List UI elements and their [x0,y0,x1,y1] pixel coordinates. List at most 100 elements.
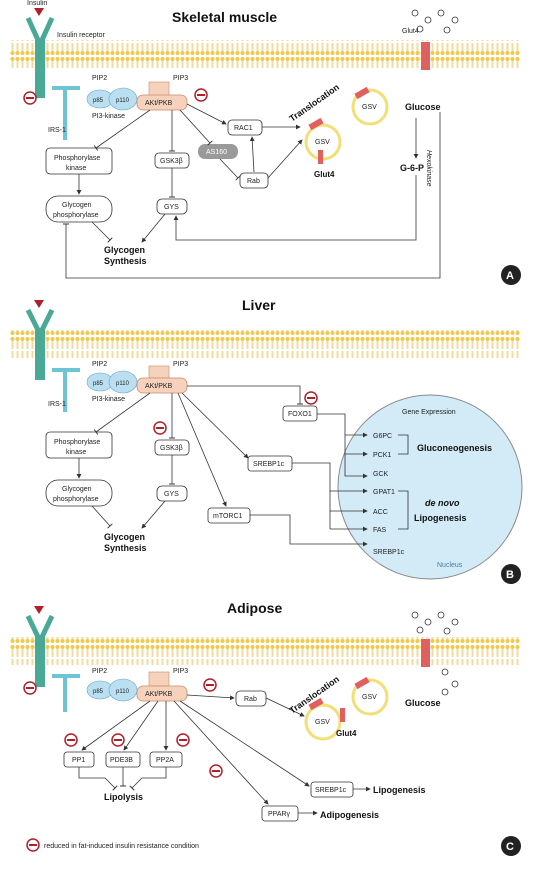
hexokinase-label-a: Hexokinase [425,150,432,187]
ppar-label-c: PPARγ [268,811,291,818]
gene-fas: FAS [373,527,387,534]
edge-akt-phos-b [93,392,151,435]
membrane-c [10,637,520,665]
edge-foxo1-gluco-b [317,413,368,479]
akt-label-c: AKt/PKB [145,691,173,698]
rab-label-a: Rab [247,178,260,185]
glut4-vesicle-a1 [308,117,324,131]
edge-gys-syn-b [141,500,166,529]
srebp-label-b: SREBP1c [253,461,285,468]
edge-akt-pp1-c [81,700,151,751]
srebp-box-c [310,781,354,798]
glut4-label-a: Glut4 [314,170,335,179]
nucleus-b [337,394,523,580]
edge-srebp-lipo-b [292,462,368,494]
edge-akt-as160-a [179,109,213,146]
irs1-shape-c [52,674,80,712]
reduced-icon-b1 [304,391,318,405]
glucose-label-a: Glucose [405,102,441,112]
lipolysis-label-c: Lipolysis [104,792,143,802]
reduced-icon-c1 [23,681,37,695]
nucleus-label: Nucleus [437,562,463,569]
gsv-2-c [351,678,389,716]
gys-box-b [156,485,188,502]
glyc-phos-label-a2: phosphorylase [53,212,99,219]
as160-label-a: AS160 [206,149,227,156]
lipogenesis-label-c: Lipogenesis [373,785,426,795]
akt-label-b: AKt/PKB [145,383,173,390]
panel-a-badge [501,265,521,285]
pip3-block-b [148,365,170,379]
panel-a-title: Skeletal muscle [172,9,277,25]
g6p-label-a: G-6-P [400,163,424,173]
panel-b: Liver IRS-1 p85 p110 PI3-kinase PIP2 PIP… [10,297,523,584]
pi3k-label-b: PI3-kinase [92,396,125,403]
akt-label-a: AKt/PKB [145,100,173,107]
insulin-label: Insulin [27,0,47,7]
pp2a-label-c: PP2A [156,757,174,764]
glyc-phos-label-b1: Glycogen [62,486,92,493]
gsv-label-c2: GSV [362,694,377,701]
gys-label-a: GYS [164,204,179,211]
reduced-icon-a2 [194,88,208,102]
gys-label-b: GYS [164,491,179,498]
glyc-phos-label-b2: phosphorylase [53,496,99,503]
pip2-label-a: PIP2 [92,75,107,82]
phos-kinase-label-b1: Phosphorylase [54,439,100,446]
glut4-vesicle-c1 [308,697,324,711]
srebp-label-c: SREBP1c [315,787,347,794]
translocation-label-a: Translocation [287,82,341,124]
glut4-vesicle-a2 [318,150,323,164]
legend-label: reduced in fat-induced insulin resistanc… [44,843,199,850]
gsk-label-b: GSK3β [160,445,183,452]
panel-c: Adipose p85 p110 PIP2 PIP3 AKt/PKB Rab P… [10,600,521,856]
edge-g6p-gys-a [173,175,417,241]
edge-rab-rac1-a [249,136,255,173]
akt-box-c [136,685,188,702]
srebp-box-b [247,455,293,472]
panel-a-badge-text: A [506,270,514,282]
reduced-legend-icon [26,838,40,852]
akt-box-b [136,377,188,394]
gsv-2-a [351,88,389,126]
gluconeo-label: Gluconeogenesis [417,443,492,453]
edge-akt-rac1-a [186,103,227,125]
pi3k-label-a: PI3-kinase [92,113,125,120]
panel-c-title: Adipose [227,600,282,616]
edge-akt-foxo1-b [187,385,304,405]
edge-pp1-lipo-c [78,767,118,791]
gsv-label-a1: GSV [315,139,330,146]
p85-label-c: p85 [93,689,104,695]
glut4-vesicle-a3 [354,86,370,100]
glucose-circles-c [411,611,459,696]
pip2-label-c: PIP2 [92,668,107,675]
receptor-label: Insulin receptor [57,32,106,39]
glut4-vesicle-c2 [340,708,345,722]
adipogenesis-label-c: Adipogenesis [320,810,379,820]
reduced-icon-a1 [23,91,37,105]
membrane-a [10,40,520,68]
irs1-shape-b [52,368,80,412]
foxo1-label-b: FOXO1 [288,411,312,418]
edge-rab-trans-a [267,139,303,179]
panel-c-badge [501,836,521,856]
pip3-label-a: PIP3 [173,75,188,82]
phos-kinase-label-b2: kinase [66,449,86,456]
edge-akt-srebp-b [181,392,249,459]
glycogen-label-a2: Synthesis [104,256,147,266]
as160-box-a [198,144,238,159]
glut4-top-label-a: Glut4 [402,28,419,35]
p110-label-c: p110 [116,689,130,695]
insulin-triangle-c [34,606,44,614]
reduced-icon-c5 [176,733,190,747]
glyc-phos-box-b [45,479,113,507]
gsv-label-c1: GSV [315,719,330,726]
glycogen-label-a1: Glycogen [104,245,145,255]
edge-glyc-syn-a [91,221,113,243]
p110-label-a: p110 [116,98,130,104]
ppar-box-c [261,805,299,822]
glut4-membrane-c [421,639,430,667]
rac1-box-a [227,119,263,136]
p110-label-b: p110 [116,381,130,387]
gys-box-a [156,198,188,215]
